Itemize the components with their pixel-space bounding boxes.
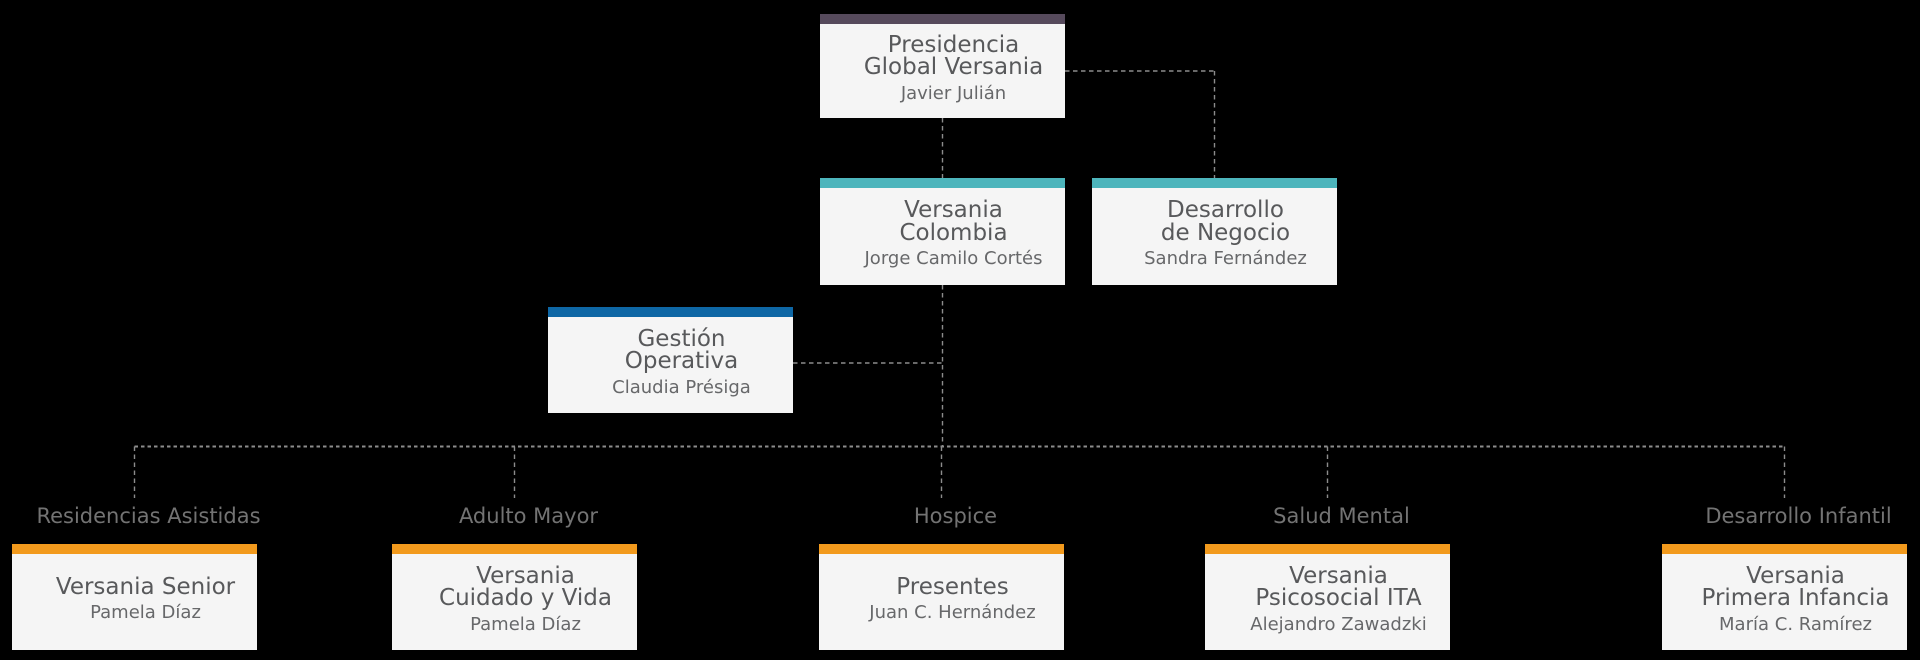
- team-label-salud-mental: Salud Mental: [1273, 504, 1410, 528]
- accent-bar: [820, 178, 1065, 188]
- node-person: Alejandro Zawadzki: [1250, 613, 1427, 635]
- node-body: Versania Primera Infancia María C. Ramír…: [1673, 554, 1918, 650]
- node-title: Versania Primera Infancia: [1701, 562, 1890, 612]
- node-body: Versania Senior Pamela Díaz: [23, 554, 268, 650]
- node-body: Versania Colombia Jorge Camilo Cortés: [831, 188, 1076, 285]
- node-title: Versania Cuidado y Vida: [439, 562, 612, 612]
- team-label-residencias-asistidas: Residencias Asistidas: [36, 504, 261, 528]
- org-node-versania-cuidado-y-vida[interactable]: Versania Cuidado y Vida Pamela Díaz: [392, 544, 637, 650]
- node-title: Versania Psicosocial ITA: [1255, 562, 1422, 612]
- accent-bar: [1662, 544, 1907, 554]
- org-node-versania-psicosocial-ita[interactable]: Versania Psicosocial ITA Alejandro Zawad…: [1205, 544, 1450, 650]
- node-person: Javier Julián: [900, 82, 1007, 104]
- node-body: Versania Psicosocial ITA Alejandro Zawad…: [1216, 554, 1461, 650]
- org-node-presidencia-global[interactable]: Presidencia Global Versania Javier Juliá…: [820, 14, 1065, 118]
- node-body: Desarrollo de Negocio Sandra Fernández: [1103, 188, 1348, 285]
- node-body: Presentes Juan C. Hernández: [830, 554, 1075, 650]
- node-body: Gestión Operativa Claudia Présiga: [559, 317, 804, 413]
- node-title: Versania Colombia: [899, 197, 1008, 246]
- org-node-gestion-operativa[interactable]: Gestión Operativa Claudia Présiga: [548, 307, 793, 413]
- accent-bar: [548, 307, 793, 317]
- accent-bar: [819, 544, 1064, 554]
- node-body: Versania Cuidado y Vida Pamela Díaz: [403, 554, 648, 650]
- org-node-versania-senior[interactable]: Versania Senior Pamela Díaz: [12, 544, 257, 650]
- node-title: Presidencia Global Versania: [863, 31, 1044, 81]
- node-title: Gestión Operativa: [624, 325, 739, 375]
- node-title: Presentes: [896, 573, 1009, 600]
- team-label-hospice: Hospice: [913, 504, 998, 528]
- org-node-presentes[interactable]: Presentes Juan C. Hernández: [819, 544, 1064, 650]
- accent-bar: [820, 14, 1065, 24]
- accent-bar: [1092, 178, 1337, 188]
- node-person: Pamela Díaz: [90, 602, 201, 624]
- team-label-desarrollo-infantil: Desarrollo Infantil: [1705, 504, 1892, 528]
- org-node-desarrollo-de-negocio[interactable]: Desarrollo de Negocio Sandra Fernández: [1092, 178, 1337, 285]
- node-person: Claudia Présiga: [612, 376, 751, 398]
- accent-bar: [1205, 544, 1450, 554]
- node-title: Versania Senior: [55, 573, 236, 600]
- node-person: Juan C. Hernández: [869, 602, 1036, 624]
- accent-bar: [392, 544, 637, 554]
- node-person: María C. Ramírez: [1719, 613, 1872, 635]
- accent-bar: [12, 544, 257, 554]
- node-body: Presidencia Global Versania Javier Juliá…: [831, 24, 1076, 118]
- node-person: Jorge Camilo Cortés: [864, 248, 1043, 270]
- team-label-adulto-mayor: Adulto Mayor: [458, 504, 599, 528]
- node-title: Desarrollo de Negocio: [1160, 197, 1291, 246]
- org-node-versania-colombia[interactable]: Versania Colombia Jorge Camilo Cortés: [820, 178, 1065, 285]
- org-node-versania-primera-infancia[interactable]: Versania Primera Infancia María C. Ramír…: [1662, 544, 1907, 650]
- node-person: Pamela Díaz: [470, 613, 581, 635]
- node-person: Sandra Fernández: [1144, 248, 1307, 270]
